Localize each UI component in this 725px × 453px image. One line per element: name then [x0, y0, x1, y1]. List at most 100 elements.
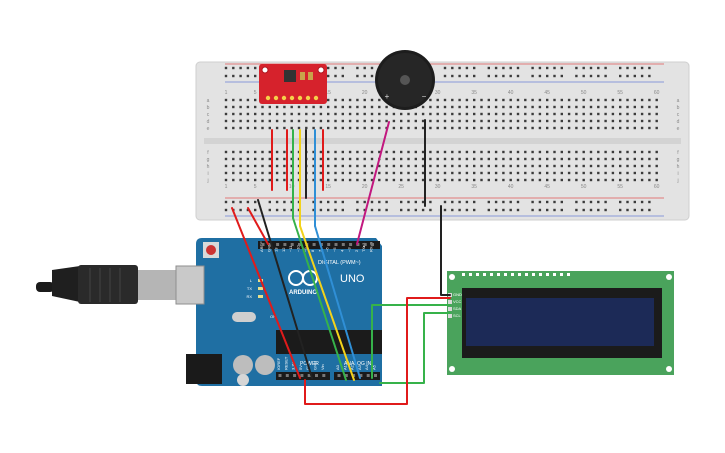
breadboard-hole[interactable] — [546, 200, 549, 204]
breadboard-hole[interactable] — [297, 112, 301, 116]
breadboard-hole[interactable] — [334, 105, 337, 109]
breadboard-hole[interactable] — [232, 200, 235, 204]
breadboard-hole[interactable] — [341, 126, 344, 130]
breadboard-hole[interactable] — [611, 150, 615, 154]
breadboard-hole[interactable] — [473, 98, 476, 102]
breadboard-hole[interactable] — [443, 105, 447, 109]
breadboard-hole[interactable] — [232, 157, 235, 161]
breadboard-hole[interactable] — [334, 164, 337, 168]
breadboard-hole[interactable] — [327, 171, 330, 175]
breadboard-hole[interactable] — [597, 119, 600, 123]
breadboard-hole[interactable] — [327, 200, 330, 204]
breadboard-hole[interactable] — [290, 208, 293, 212]
breadboard-hole[interactable] — [655, 178, 658, 182]
breadboard-hole[interactable] — [254, 157, 257, 161]
breadboard-hole[interactable] — [385, 200, 388, 204]
breadboard-hole[interactable] — [254, 208, 257, 212]
breadboard-hole[interactable] — [546, 66, 549, 70]
breadboard-hole[interactable] — [224, 105, 228, 109]
breadboard-hole[interactable] — [224, 200, 228, 204]
breadboard-hole[interactable] — [407, 157, 410, 161]
breadboard-hole[interactable] — [334, 119, 337, 123]
breadboard-hole[interactable] — [487, 74, 490, 78]
breadboard-hole[interactable] — [626, 171, 629, 175]
breadboard-hole[interactable] — [312, 178, 315, 182]
breadboard-hole[interactable] — [531, 112, 534, 116]
breadboard-hole[interactable] — [567, 157, 571, 161]
breadboard-hole[interactable] — [582, 200, 585, 204]
breadboard-hole[interactable] — [626, 98, 629, 102]
breadboard-hole[interactable] — [553, 164, 556, 168]
breadboard-hole[interactable] — [246, 150, 250, 154]
breadboard-hole[interactable] — [465, 126, 469, 130]
breadboard-hole[interactable] — [648, 126, 651, 130]
breadboard-hole[interactable] — [421, 200, 425, 204]
breadboard-hole[interactable] — [560, 98, 563, 102]
breadboard-hole[interactable] — [648, 98, 651, 102]
breadboard-hole[interactable] — [254, 66, 257, 70]
breadboard-hole[interactable] — [546, 105, 549, 109]
breadboard-hole[interactable] — [546, 126, 549, 130]
breadboard-hole[interactable] — [290, 119, 293, 123]
breadboard-hole[interactable] — [348, 157, 352, 161]
breadboard-hole[interactable] — [560, 74, 563, 78]
digital-pin[interactable] — [283, 243, 287, 246]
breadboard-hole[interactable] — [516, 98, 520, 102]
breadboard-hole[interactable] — [473, 150, 476, 154]
breadboard-hole[interactable] — [567, 164, 571, 168]
breadboard-hole[interactable] — [538, 208, 542, 212]
breadboard-hole[interactable] — [407, 112, 410, 116]
breadboard-hole[interactable] — [356, 150, 359, 154]
breadboard-hole[interactable] — [239, 150, 242, 154]
analog-pin[interactable] — [374, 374, 377, 377]
breadboard-hole[interactable] — [305, 105, 308, 109]
breadboard-hole[interactable] — [509, 200, 512, 204]
breadboard-hole[interactable] — [261, 119, 264, 123]
analog-pin[interactable] — [352, 374, 356, 377]
breadboard-hole[interactable] — [465, 200, 469, 204]
breadboard-hole[interactable] — [546, 171, 549, 175]
breadboard-hole[interactable] — [560, 112, 563, 116]
breadboard-hole[interactable] — [370, 74, 374, 78]
breadboard-hole[interactable] — [385, 178, 388, 182]
breadboard-hole[interactable] — [319, 164, 323, 168]
breadboard-hole[interactable] — [502, 105, 505, 109]
lcd-pin[interactable] — [567, 273, 570, 276]
breadboard-hole[interactable] — [480, 171, 483, 175]
breadboard-hole[interactable] — [451, 119, 454, 123]
breadboard-hole[interactable] — [232, 119, 235, 123]
breadboard-hole[interactable] — [327, 105, 330, 109]
breadboard-hole[interactable] — [465, 98, 469, 102]
breadboard-hole[interactable] — [611, 178, 615, 182]
breadboard-hole[interactable] — [509, 74, 512, 78]
breadboard-hole[interactable] — [429, 157, 432, 161]
breadboard-hole[interactable] — [224, 66, 228, 70]
breadboard-hole[interactable] — [480, 119, 483, 123]
breadboard-hole[interactable] — [480, 112, 483, 116]
breadboard-hole[interactable] — [494, 105, 498, 109]
breadboard-hole[interactable] — [502, 150, 505, 154]
breadboard-hole[interactable] — [246, 126, 250, 130]
breadboard-hole[interactable] — [429, 98, 432, 102]
breadboard-hole[interactable] — [589, 178, 593, 182]
breadboard-hole[interactable] — [553, 200, 556, 204]
breadboard-hole[interactable] — [480, 157, 483, 161]
breadboard-hole[interactable] — [655, 126, 658, 130]
breadboard-hole[interactable] — [494, 66, 498, 70]
breadboard-hole[interactable] — [546, 119, 549, 123]
breadboard-hole[interactable] — [341, 171, 344, 175]
breadboard-hole[interactable] — [619, 105, 622, 109]
breadboard-hole[interactable] — [254, 105, 257, 109]
breadboard-hole[interactable] — [363, 150, 366, 154]
breadboard-hole[interactable] — [458, 74, 461, 78]
lcd-pin[interactable] — [546, 273, 549, 276]
breadboard-hole[interactable] — [465, 105, 469, 109]
breadboard-hole[interactable] — [305, 119, 308, 123]
breadboard-hole[interactable] — [239, 105, 242, 109]
breadboard-hole[interactable] — [611, 164, 615, 168]
breadboard-hole[interactable] — [633, 98, 636, 102]
digital-pin[interactable] — [349, 243, 353, 246]
breadboard-hole[interactable] — [429, 126, 432, 130]
breadboard-hole[interactable] — [385, 119, 388, 123]
breadboard-hole[interactable] — [604, 157, 607, 161]
